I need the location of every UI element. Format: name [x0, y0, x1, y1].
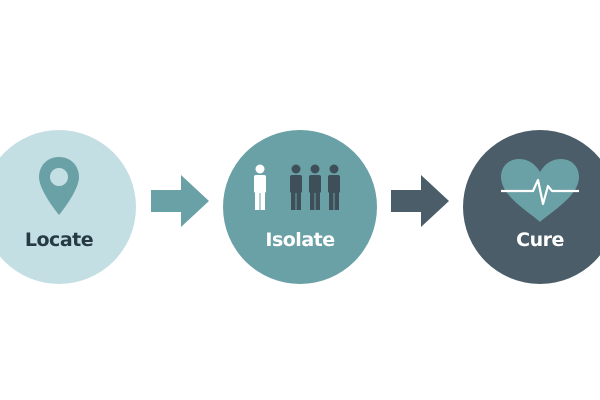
- step-label-locate: Locate: [24, 229, 94, 251]
- step-isolate: Isolate: [223, 130, 377, 284]
- people-isolate-icon: [254, 164, 340, 210]
- arrow-right-icon: [151, 175, 209, 227]
- location-pin-icon: [39, 157, 79, 215]
- step-cure: Cure: [463, 130, 600, 284]
- step-locate: Locate: [0, 130, 136, 284]
- heart-pulse-icon: [501, 159, 579, 222]
- step-label-isolate: Isolate: [265, 229, 335, 251]
- arrow-right-icon: [391, 175, 449, 227]
- step-label-cure: Cure: [516, 229, 564, 251]
